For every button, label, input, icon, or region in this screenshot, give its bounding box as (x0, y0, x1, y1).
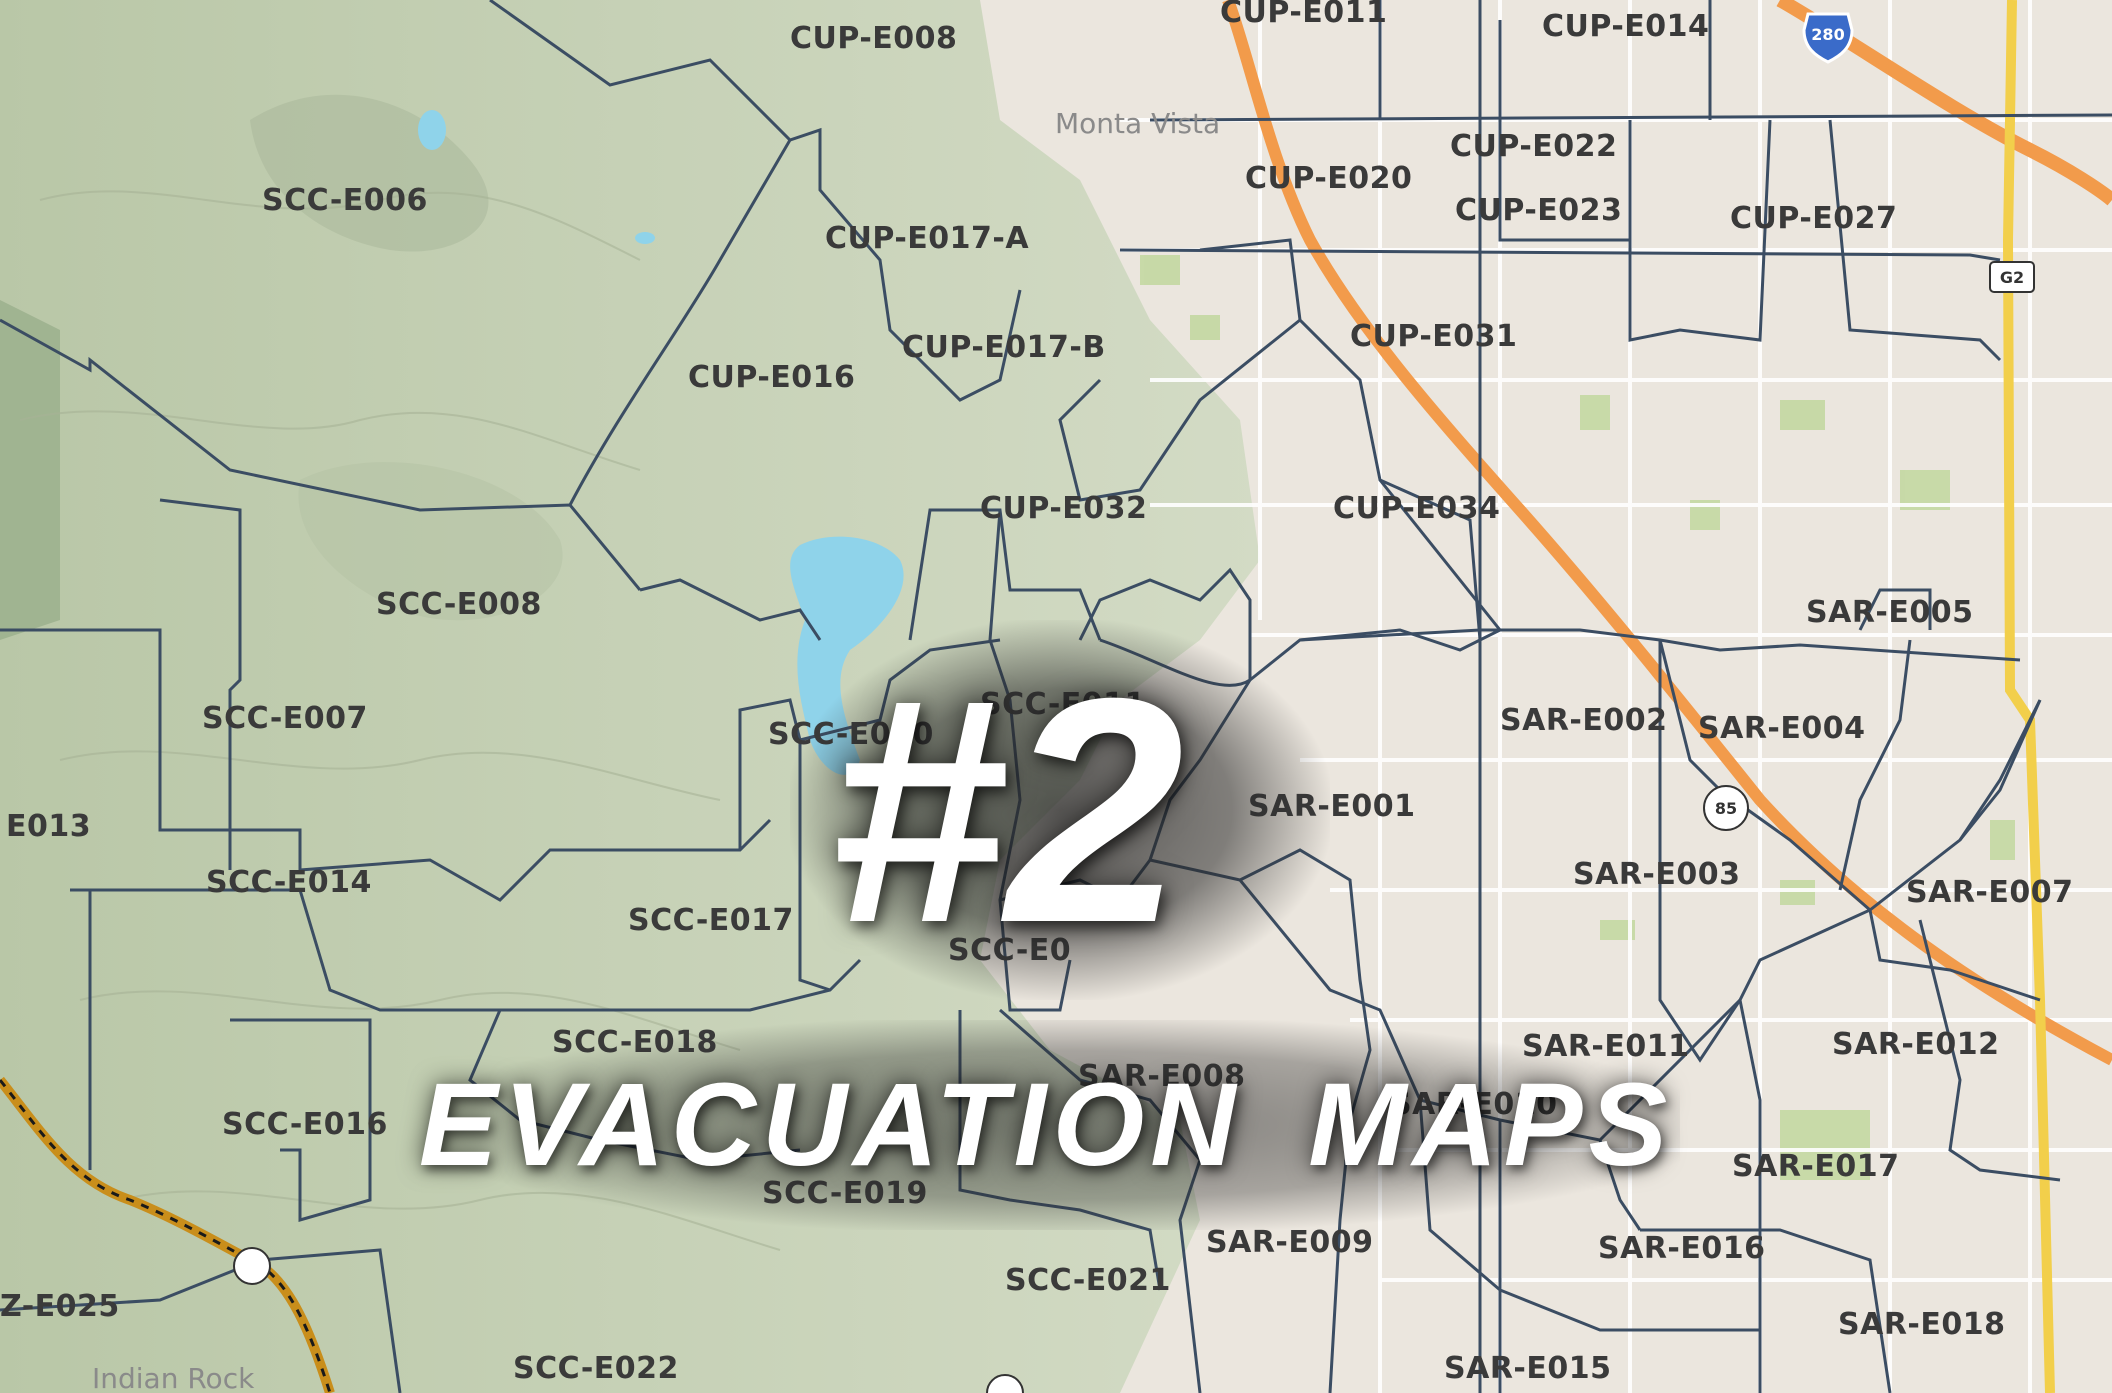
zone-label: SAR-E012 (1832, 1027, 2000, 1062)
place-label-monta-vista: Monta Vista (1055, 107, 1220, 140)
headline-subtitle: EVACUATION MAPS (418, 1059, 1674, 1191)
zone-label: SAR-E009 (1206, 1225, 1374, 1260)
zone-label: CUP-E020 (1245, 161, 1412, 196)
freeway-85 (1222, 0, 2112, 1066)
zone-label: SCC-E016 (222, 1107, 388, 1142)
headline-number: #2 (828, 631, 1184, 989)
pond (635, 232, 655, 244)
pond (418, 110, 446, 150)
g2-shield: G2 (1989, 261, 2035, 293)
zone-label: CUP-E023 (1455, 193, 1622, 228)
trail-marker (986, 1374, 1024, 1393)
zone-label: SAR-E007 (1906, 875, 2074, 910)
parks (1140, 255, 2015, 1180)
zone-label: SAR-E017 (1732, 1149, 1900, 1184)
dark-ridge (0, 300, 60, 640)
zone-label: CUP-E022 (1450, 129, 1617, 164)
zone-label: CUP-E032 (980, 491, 1147, 526)
zone-label: SCC-E017 (628, 903, 794, 938)
trail-marker (233, 1247, 271, 1285)
zone-label: SCC-E022 (513, 1351, 679, 1386)
zone-label: E013 (6, 809, 91, 844)
zone-label: SAR-E005 (1806, 595, 1974, 630)
zone-label: CUP-E008 (790, 21, 957, 56)
i280-shield: 280 (1802, 12, 1854, 64)
zone-label: CUP-E034 (1333, 491, 1500, 526)
i280-shield-label: 280 (1811, 25, 1844, 44)
zone-label: CUP-E027 (1730, 201, 1897, 236)
zone-label: SCC-E007 (202, 701, 368, 736)
zone-label: SAR-E015 (1444, 1351, 1612, 1386)
zone-label: SCC-E018 (552, 1025, 718, 1060)
zone-label: Z-E025 (0, 1289, 120, 1324)
zone-label: CUP-E017-A (825, 221, 1029, 256)
zone-label: CUP-E016 (688, 360, 855, 395)
zone-label: SCC-E006 (262, 183, 428, 218)
county-line-dash (0, 1079, 332, 1393)
zone-label: SAR-E018 (1838, 1307, 2006, 1342)
g2-shield-label: G2 (2000, 268, 2024, 287)
zone-label: SAR-E003 (1573, 857, 1741, 892)
zone-label: CUP-E011 (1220, 0, 1387, 30)
contours (19, 190, 781, 1251)
zone-label: SCC-E021 (1005, 1263, 1171, 1298)
zone-label: SAR-E016 (1598, 1231, 1766, 1266)
zone-label: SCC-E014 (206, 865, 372, 900)
ridge-shading (298, 462, 563, 621)
expressway-g2 (2002, 0, 2055, 1393)
zone-label: SAR-E004 (1698, 711, 1866, 746)
zone-label: SCC-E008 (376, 587, 542, 622)
zone-label: CUP-E031 (1350, 319, 1517, 354)
zone-label: SAR-E002 (1500, 703, 1668, 738)
zone-label: CUP-E017-B (902, 330, 1106, 365)
place-label-indian-rock: Indian Rock (92, 1362, 255, 1393)
zone-label: CUP-E014 (1542, 9, 1709, 44)
r85-shield-label: 85 (1715, 799, 1737, 818)
r85-shield: 85 (1703, 785, 1749, 831)
